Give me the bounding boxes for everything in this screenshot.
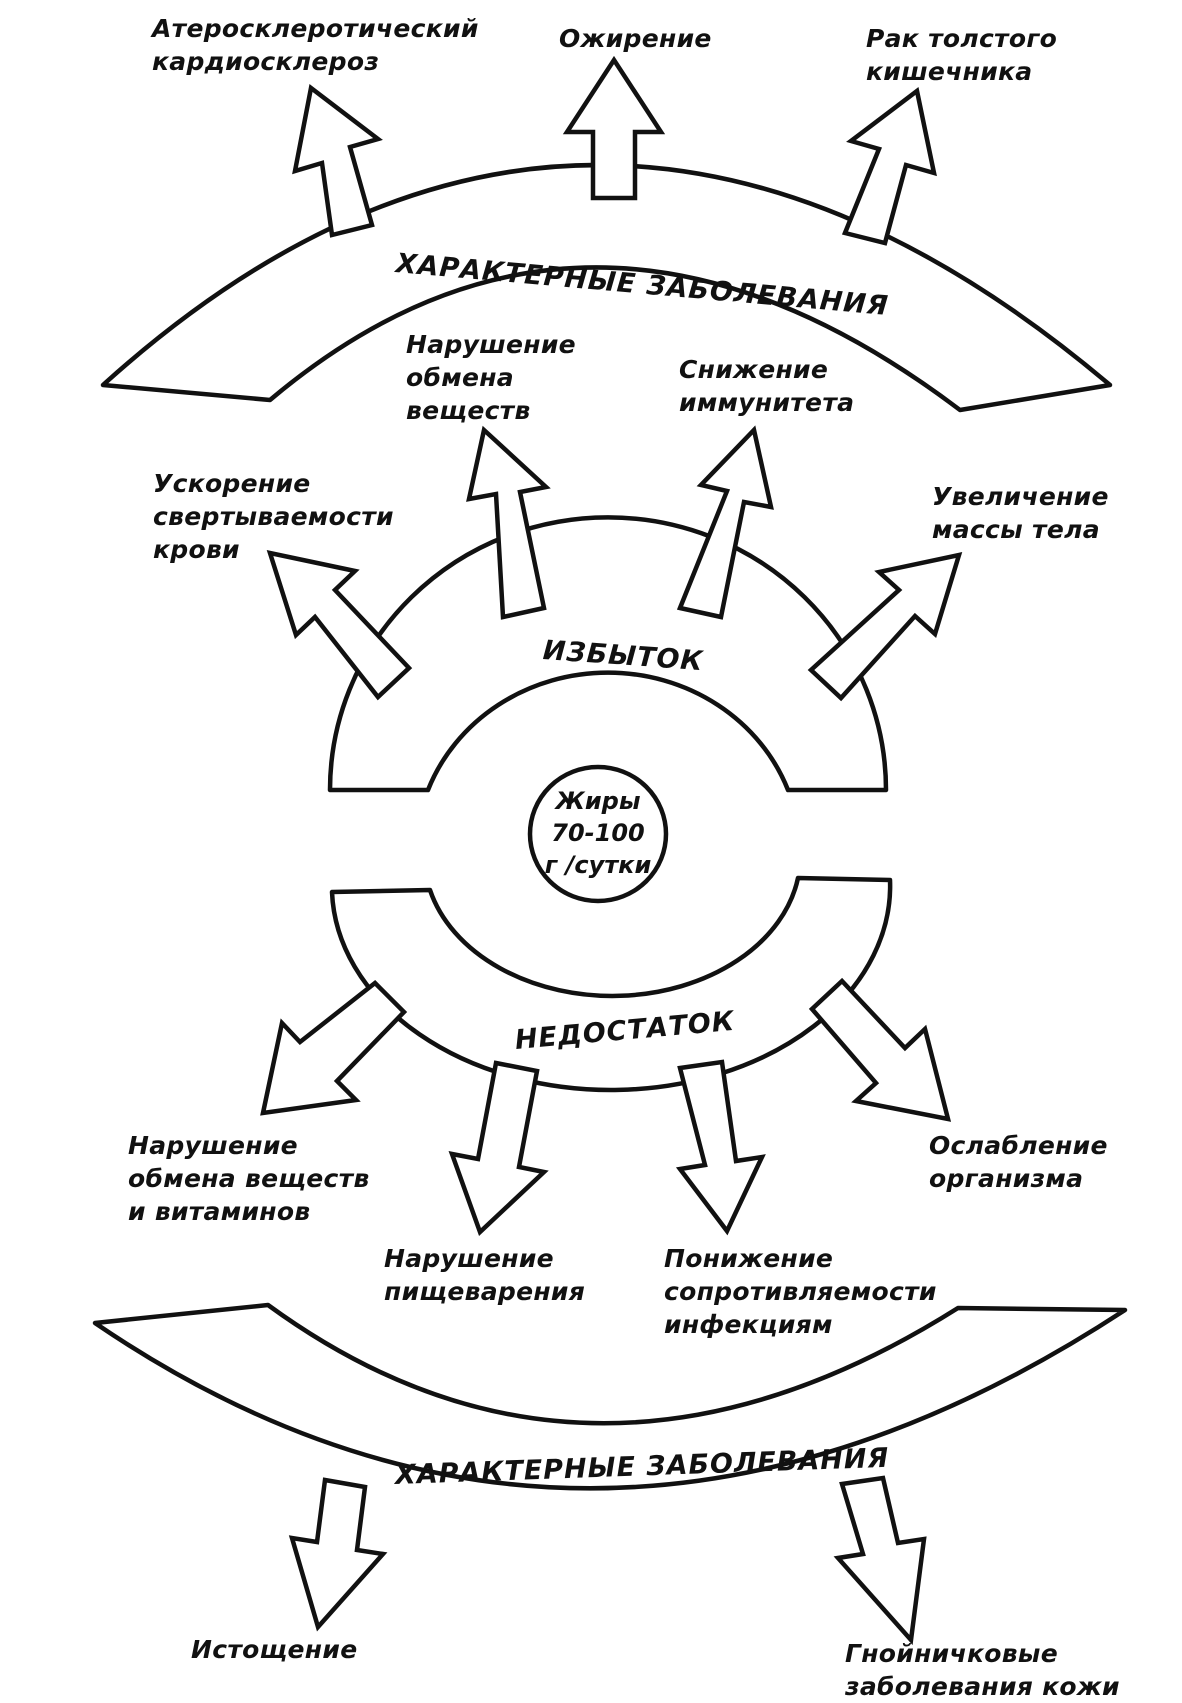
effect-weakening: Ослабление организма [929, 1129, 1108, 1195]
disease-exhaustion: Истощение [191, 1633, 357, 1666]
disease-colon-cancer-line: кишечника [866, 57, 1033, 86]
effect-weakening-line: организма [929, 1164, 1084, 1193]
arrow-to-atherosclerosis [292, 84, 383, 238]
arrow-to-resistance [675, 1059, 766, 1236]
effect-blood-clotting-line: Ускорение [153, 469, 311, 498]
arrow-to-body-mass [807, 552, 963, 702]
arrow-to-metabolism-excess [466, 425, 551, 620]
arrow-to-weakening [808, 977, 952, 1122]
effect-metabolism-excess-line: обмена [406, 363, 514, 392]
effect-metabolism-excess-line: Нарушение [406, 330, 576, 359]
arrow-to-digestion [448, 1060, 549, 1236]
effect-metabolism-deficiency-line: и витаминов [128, 1197, 311, 1226]
disease-atherosclerosis-line: кардиосклероз [152, 47, 380, 76]
arrow-to-obesity [562, 55, 666, 201]
arrow-to-exhaustion [288, 1477, 388, 1632]
arrow-to-immunity [676, 425, 774, 620]
disease-colon-cancer-line: Рак толстого [866, 24, 1058, 53]
center-label-nutrient: Жиры [555, 787, 641, 815]
effect-body-mass-line: Увеличение [932, 482, 1109, 511]
effect-blood-clotting: Ускорение свертываемости крови [153, 467, 394, 566]
effect-immunity-line: иммунитета [679, 388, 855, 417]
effect-body-mass: Увеличение массы тела [932, 480, 1109, 546]
arrow-to-metabolism-deficiency [260, 979, 408, 1116]
effect-resistance: Понижение сопротивляемости инфекциям [664, 1242, 937, 1341]
center-label-unit: г /сутки [544, 851, 652, 879]
center-label: Жиры 70-100 г /сутки [538, 785, 658, 881]
disease-obesity: Ожирение [559, 22, 712, 55]
disease-pustular-skin-line: Гнойничковые [845, 1639, 1058, 1668]
effect-blood-clotting-line: крови [153, 535, 240, 564]
effect-metabolism-deficiency-line: обмена веществ [128, 1164, 370, 1193]
effect-resistance-line: Понижение [664, 1244, 834, 1273]
effect-metabolism-excess-line: веществ [406, 396, 531, 425]
inner-band-deficiency [329, 875, 893, 1093]
effect-digestion-line: пищеварения [384, 1277, 586, 1306]
disease-atherosclerosis-line: Атеросклеротический [152, 14, 479, 43]
arrow-to-colon-cancer [841, 87, 937, 246]
disease-colon-cancer: Рак толстого кишечника [866, 22, 1057, 88]
disease-atherosclerosis: Атеросклеротический кардиосклероз [152, 12, 479, 78]
effect-metabolism-excess: Нарушение обмена веществ [406, 328, 576, 427]
disease-pustular-skin: Гнойничковые заболевания кожи [845, 1637, 1120, 1703]
center-ellipse [527, 764, 669, 904]
effect-resistance-line: инфекциям [664, 1310, 833, 1339]
effect-digestion: Нарушение пищеварения [384, 1242, 585, 1308]
effect-resistance-line: сопротивляемости [664, 1277, 937, 1306]
effect-blood-clotting-line: свертываемости [153, 502, 394, 531]
disease-exhaustion-line: Истощение [191, 1635, 358, 1664]
disease-pustular-skin-line: заболевания кожи [845, 1672, 1120, 1701]
effect-immunity: Снижение иммунитета [679, 353, 854, 419]
effect-metabolism-deficiency: Нарушение обмена веществ и витаминов [128, 1129, 370, 1228]
arrow-to-pustular-skin [833, 1475, 927, 1646]
effect-body-mass-line: массы тела [932, 515, 1100, 544]
effect-metabolism-deficiency-line: Нарушение [128, 1131, 298, 1160]
outer-band-bottom [92, 1302, 1128, 1491]
effect-immunity-line: Снижение [679, 355, 829, 384]
effect-digestion-line: Нарушение [384, 1244, 554, 1273]
disease-obesity-line: Ожирение [559, 24, 712, 53]
arrow-to-blood-clotting [266, 549, 413, 701]
center-label-amount: 70-100 [551, 819, 645, 847]
effect-weakening-line: Ослабление [929, 1131, 1108, 1160]
